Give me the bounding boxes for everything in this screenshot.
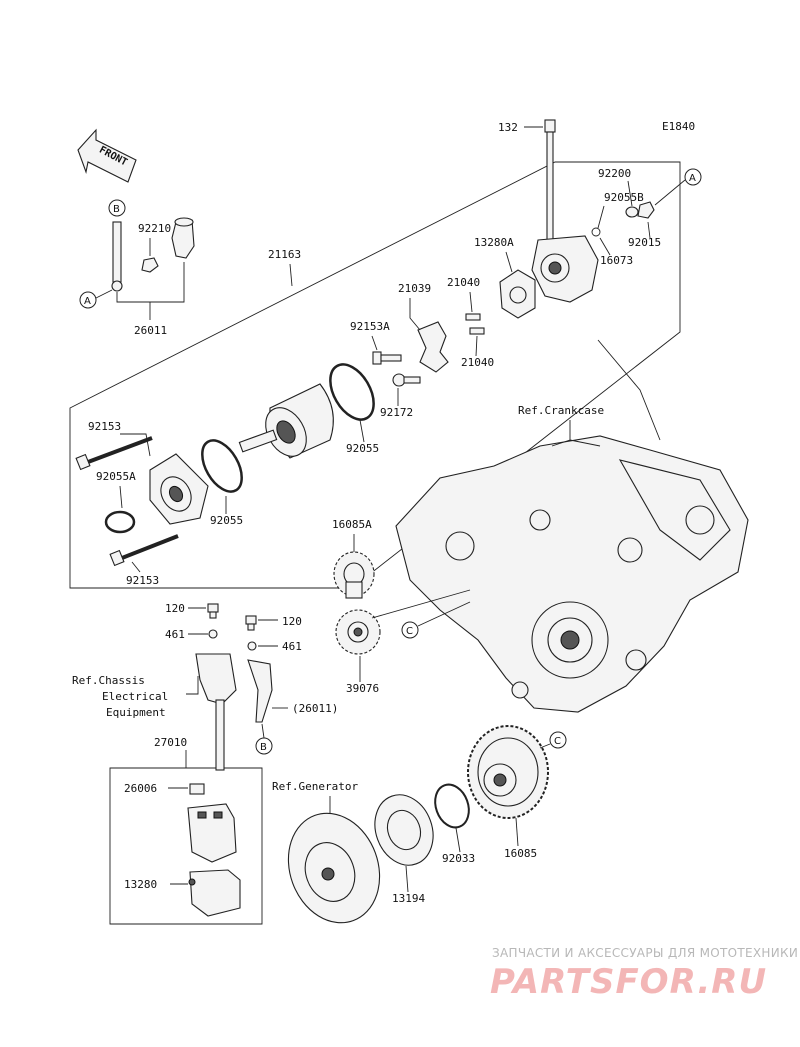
washer-92200 xyxy=(625,206,639,218)
starter-clutch xyxy=(374,794,434,866)
callout-b-upper-text: B xyxy=(113,204,120,215)
ref-crankcase: Ref.Crankcase xyxy=(518,404,604,417)
label-92055B: 92055B xyxy=(604,191,644,204)
callout-c-lower-text: C xyxy=(554,736,561,747)
callout-a-upper xyxy=(684,168,702,186)
ref-generator: Ref.Generator xyxy=(272,780,358,793)
label-92055-lower: 92055 xyxy=(210,514,243,527)
label-13280: 13280 xyxy=(124,878,157,891)
spring-lower xyxy=(469,327,485,335)
callout-b-lower-text: B xyxy=(260,742,267,753)
oring-92055-upper xyxy=(329,363,375,421)
label-92055A: 92055A xyxy=(96,470,136,483)
starter-motor xyxy=(238,383,334,459)
label-26011-paren: (26011) xyxy=(292,702,338,715)
label-461-left: 461 xyxy=(165,628,185,641)
callout-a-left xyxy=(79,291,97,309)
diagram-code: E1840 xyxy=(662,120,695,133)
starter-relay xyxy=(187,803,237,863)
label-16085A: 16085A xyxy=(332,518,372,531)
long-bolt-upper xyxy=(75,436,153,471)
label-21163: 21163 xyxy=(268,248,301,261)
label-120-left: 120 xyxy=(165,602,185,615)
label-92055-upper: 92055 xyxy=(346,442,379,455)
label-39076: 39076 xyxy=(346,682,379,695)
screw-92153A xyxy=(372,351,402,365)
label-92200: 92200 xyxy=(598,167,631,180)
idle-gear-small xyxy=(333,551,375,599)
callout-a-left-text: A xyxy=(84,296,91,307)
spring-upper xyxy=(465,313,481,321)
label-21039: 21039 xyxy=(398,282,431,295)
cable-lead xyxy=(111,221,123,292)
label-92033: 92033 xyxy=(442,852,475,865)
bolt-120-right xyxy=(245,615,257,631)
circlip-92033 xyxy=(434,783,470,829)
nut-92015 xyxy=(637,201,655,219)
brush-plate xyxy=(417,321,449,373)
watermark-tagline: ЗАПЧАСТИ И АКСЕССУАРЫ ДЛЯ МОТОТЕХНИКИ xyxy=(492,946,799,960)
label-27010: 27010 xyxy=(154,736,187,749)
label-92015: 92015 xyxy=(628,236,661,249)
brush-holder xyxy=(499,269,536,319)
label-21040-upper: 21040 xyxy=(447,276,480,289)
watermark-logo: PARTSFOR.RU xyxy=(490,962,768,1002)
generator-rotor xyxy=(287,812,381,924)
callout-c-middle xyxy=(401,621,419,639)
nut-92210 xyxy=(141,257,159,273)
label-120-right: 120 xyxy=(282,615,302,628)
label-13280A: 13280A xyxy=(474,236,514,249)
label-26011: 26011 xyxy=(134,324,167,337)
fuse-26006 xyxy=(189,783,205,795)
callout-a-upper-text: A xyxy=(689,173,696,184)
label-21040-lower: 21040 xyxy=(461,356,494,369)
label-16085: 16085 xyxy=(504,847,537,860)
end-cover xyxy=(531,235,599,303)
label-26006: 26006 xyxy=(124,782,157,795)
relay-bracket xyxy=(195,653,237,771)
screw-92172 xyxy=(392,373,421,387)
callout-c-lower xyxy=(549,731,567,749)
relay-cover xyxy=(188,869,241,917)
label-92172: 92172 xyxy=(380,406,413,419)
label-461-right: 461 xyxy=(282,640,302,653)
ref-chassis-line2: Electrical xyxy=(102,690,168,703)
label-92210: 92210 xyxy=(138,222,171,235)
ref-chassis-line1: Ref.Chassis xyxy=(72,674,145,687)
long-bolt-lower xyxy=(109,534,179,567)
label-16073: 16073 xyxy=(600,254,633,267)
oring-92055B xyxy=(591,227,601,237)
crankcase xyxy=(395,435,749,713)
ref-chassis-line3: Equipment xyxy=(106,706,166,719)
terminal-boot xyxy=(171,217,195,259)
label-92153-lower: 92153 xyxy=(126,574,159,587)
callout-b-upper xyxy=(108,199,126,217)
starter-driven-gear xyxy=(467,725,549,819)
front-cover xyxy=(149,453,209,525)
label-132: 132 xyxy=(498,121,518,134)
label-92153-upper: 92153 xyxy=(88,420,121,433)
bolt-120-left xyxy=(207,603,219,619)
washer-461-left xyxy=(208,629,218,639)
cable-terminal xyxy=(247,659,273,723)
relay-assembly-frame xyxy=(109,767,263,925)
callout-c-middle-text: C xyxy=(406,626,413,637)
reduction-gear xyxy=(335,609,381,655)
oring-92055A xyxy=(104,510,136,534)
bolt-132 xyxy=(544,119,556,243)
oring-92055-lower xyxy=(201,439,243,493)
washer-461-right xyxy=(247,641,257,651)
starter-assembly-frame xyxy=(69,161,681,589)
front-arrow-icon: FRONT xyxy=(77,128,137,183)
label-92153A: 92153A xyxy=(350,320,390,333)
label-13194: 13194 xyxy=(392,892,425,905)
